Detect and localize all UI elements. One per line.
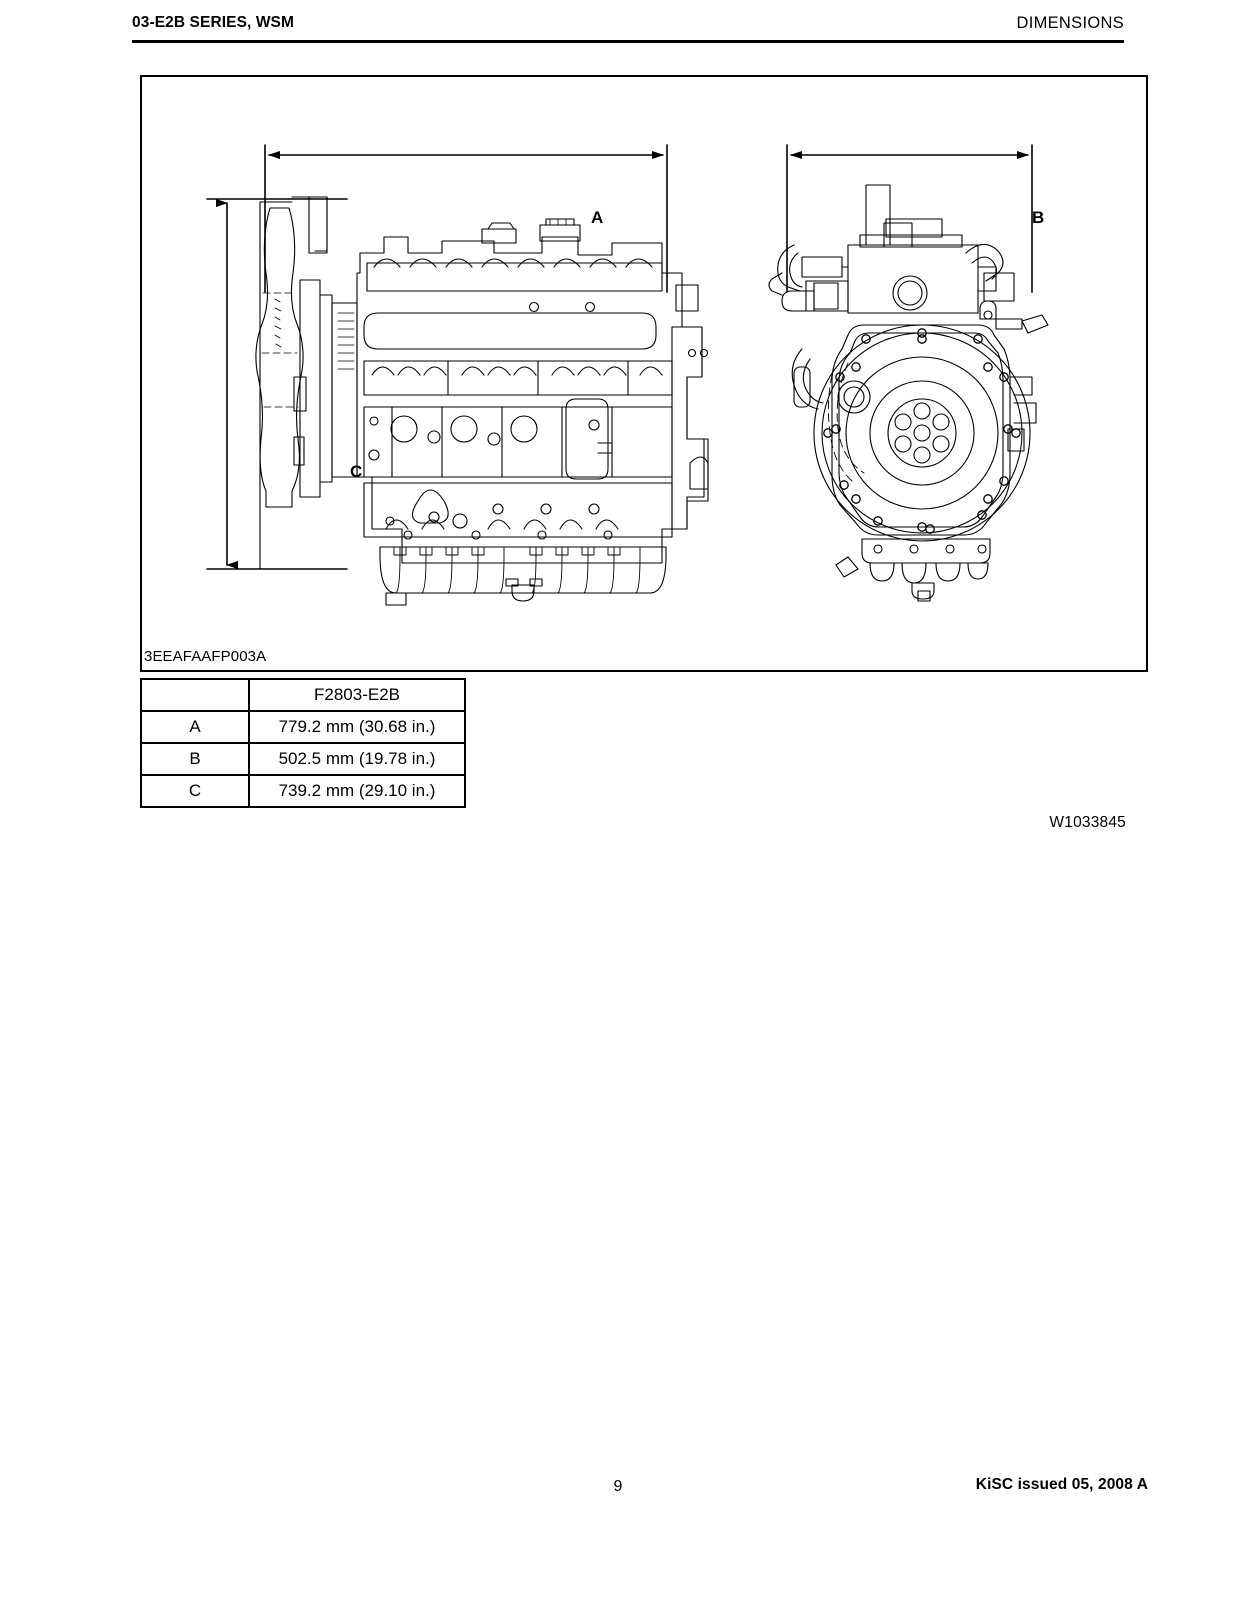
dimension-label-c: C [350, 462, 363, 481]
page-header: 03-E2B SERIES, WSM DIMENSIONS [132, 14, 1124, 46]
header-right-title: DIMENSIONS [1016, 14, 1124, 32]
figure-caption: 3EEAFAAFP003A [144, 648, 267, 665]
engine-side-view [255, 196, 709, 606]
table-row: B 502.5 mm (19.78 in.) [140, 742, 466, 776]
document-reference-code: W1033845 [1049, 814, 1126, 831]
table-cell-value: 502.5 mm (19.78 in.) [248, 742, 466, 776]
header-rule [132, 40, 1124, 43]
dimensions-table: F2803-E2B A 779.2 mm (30.68 in.) B 502.5… [140, 678, 466, 808]
table-cell-key: C [140, 774, 250, 808]
table-header-blank [140, 678, 250, 712]
dimension-label-b: B [1032, 208, 1045, 227]
table-cell-value: 779.2 mm (30.68 in.) [248, 710, 466, 744]
table-cell-key: B [140, 742, 250, 776]
engine-dimension-drawing [206, 144, 1049, 606]
figure-frame: A B C [140, 75, 1148, 672]
footer-issue: KiSC issued 05, 2008 A [975, 1476, 1148, 1493]
table-row: C 739.2 mm (29.10 in.) [140, 774, 466, 808]
engine-flywheel-end-view [768, 184, 1049, 602]
header-left-title: 03-E2B SERIES, WSM [132, 14, 295, 31]
dimension-line-c [206, 198, 348, 570]
table-cell-value: 739.2 mm (29.10 in.) [248, 774, 466, 808]
page-number: 9 [613, 1478, 623, 1495]
table-header-model: F2803-E2B [248, 678, 466, 712]
dimension-label-a: A [591, 208, 604, 227]
table-cell-key: A [140, 710, 250, 744]
dimension-line-a [264, 144, 668, 293]
table-header-row: F2803-E2B [140, 678, 466, 712]
dimension-line-b [786, 144, 1033, 293]
table-row: A 779.2 mm (30.68 in.) [140, 710, 466, 744]
